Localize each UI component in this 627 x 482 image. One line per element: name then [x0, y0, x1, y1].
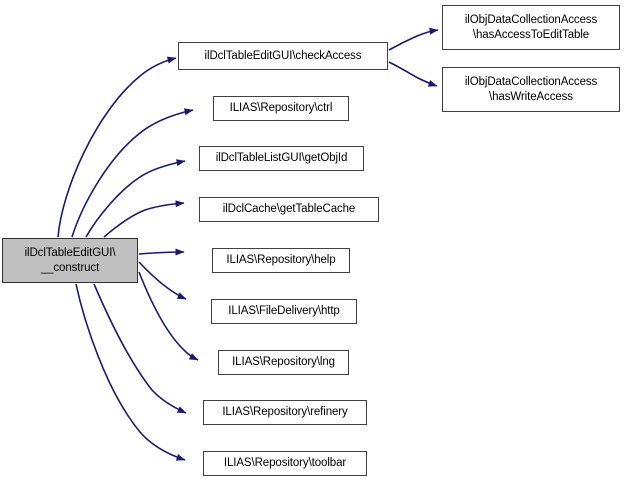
node-ilobjdatacollectionaccess-haswriteaccess[interactable]: ilObjDataCollectionAccess \hasWriteAcces… [442, 67, 620, 112]
node-ilias-repository-lng[interactable]: ILIAS\Repository\lng [218, 350, 349, 375]
node-ilias-repository-toolbar[interactable]: ILIAS\Repository\toolbar [203, 451, 367, 476]
node-ilias-repository-ctrl[interactable]: ILIAS\Repository\ctrl [213, 96, 349, 121]
edge-root-to-refinery [93, 283, 187, 414]
edge-root-to-lng [138, 271, 199, 361]
edge-root-to-http [138, 261, 187, 300]
node-ilobjdatacollectionaccess-hasaccesstoedittable[interactable]: ilObjDataCollectionAccess \hasAccessToEd… [442, 5, 620, 50]
node-ilias-repository-refinery[interactable]: ILIAS\Repository\refinery [203, 400, 367, 425]
node-root-ildcltableeditgui-construct[interactable]: ilDclTableEditGUI\ __construct [2, 238, 138, 283]
edge-root-to-toolbar [75, 283, 186, 461]
edge-root-to-getobjid [85, 159, 186, 238]
edge-root-to-help [138, 248, 185, 256]
edge-checkaccess-to-haswriteaccess [388, 61, 438, 87]
node-ilias-filedelivery-http[interactable]: ILIAS\FileDelivery\http [211, 299, 357, 324]
edge-checkaccess-to-hasaccesstoedittable [388, 27, 439, 51]
edge-root-to-gettablecache [103, 200, 185, 238]
edge-root-to-checkaccess [57, 56, 177, 238]
edge-root-to-ctrl [71, 108, 194, 238]
node-ildclcache-gettablecache[interactable]: ilDclCache\getTableCache [199, 197, 379, 222]
node-ildcltablelistgui-getobjid[interactable]: ilDclTableListGUI\getObjId [199, 146, 364, 171]
node-ildcltableeditgui-checkaccess[interactable]: ilDclTableEditGUI\checkAccess [178, 42, 388, 70]
node-ilias-repository-help[interactable]: ILIAS\Repository\help [212, 248, 350, 273]
